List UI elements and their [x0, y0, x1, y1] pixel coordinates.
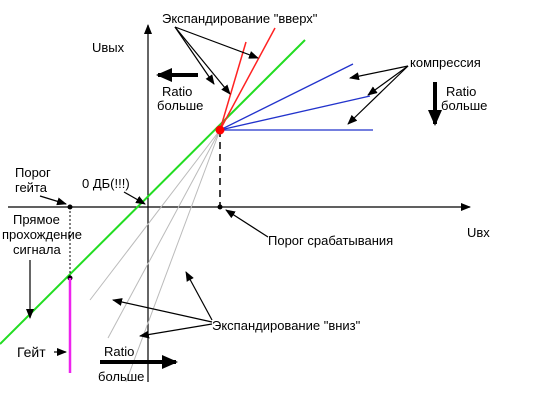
threshold-x-marker [217, 204, 223, 210]
compression-label: компрессия [410, 55, 481, 70]
ratio-right-label-1: Ratio [446, 84, 476, 99]
direct-pass-label-3: сигнала [13, 242, 61, 257]
compression-line-1 [219, 63, 354, 131]
expand-down-label: Экспандирование "вниз" [212, 318, 361, 333]
expand-up-arrow-2 [174, 26, 259, 59]
gate-threshold-marker [67, 204, 73, 210]
threshold-point [215, 125, 225, 135]
expand-down-line-3 [89, 129, 221, 301]
trigger-threshold-label: Порог срабатывания [268, 233, 393, 248]
ratio-bottom-label-2: больше [98, 369, 144, 384]
direct-pass-label-1: Прямое [13, 212, 60, 227]
expand-down-line-1 [125, 129, 221, 383]
expand-up-arrow-3 [174, 26, 215, 85]
expand-up-line-2 [219, 27, 276, 131]
expand-down-arrow-3 [139, 323, 213, 339]
gate-threshold-arrow [39, 195, 67, 206]
expand-up-line-1 [219, 41, 247, 131]
trigger-threshold-arrow [225, 209, 269, 238]
compression-arrow-1 [349, 65, 409, 81]
expand-down-arrow-1 [185, 271, 213, 321]
expand-up-arrow-1 [174, 26, 231, 95]
expand-down-arrow-2 [112, 298, 213, 323]
compression-line-2 [219, 95, 371, 131]
ratio-bottom-label-1: Ratio [104, 344, 134, 359]
compression-arrow-3 [347, 65, 409, 125]
ratio-right-label-2: больше [441, 98, 487, 113]
direct-pass-label-2: прохождение [2, 227, 82, 242]
gate-label: Гейт [17, 344, 46, 360]
gate-threshold-label-1: Порог [15, 165, 51, 180]
expand-up-label: Экспандирование "вверх" [162, 11, 318, 26]
ratio-left-label-1: Ratio [162, 84, 192, 99]
y-axis-label: Uвых [92, 40, 125, 55]
unity-gain-line [0, 39, 306, 345]
zero-db-arrow [123, 191, 146, 205]
zero-db-label: 0 ДБ(!!!) [82, 176, 130, 191]
compression-arrow-2 [367, 65, 409, 96]
gate-threshold-label-2: гейта [15, 180, 48, 195]
expand-down-line-2 [107, 129, 221, 339]
ratio-left-label-2: больше [157, 98, 203, 113]
x-axis-label: Uвх [467, 225, 490, 240]
